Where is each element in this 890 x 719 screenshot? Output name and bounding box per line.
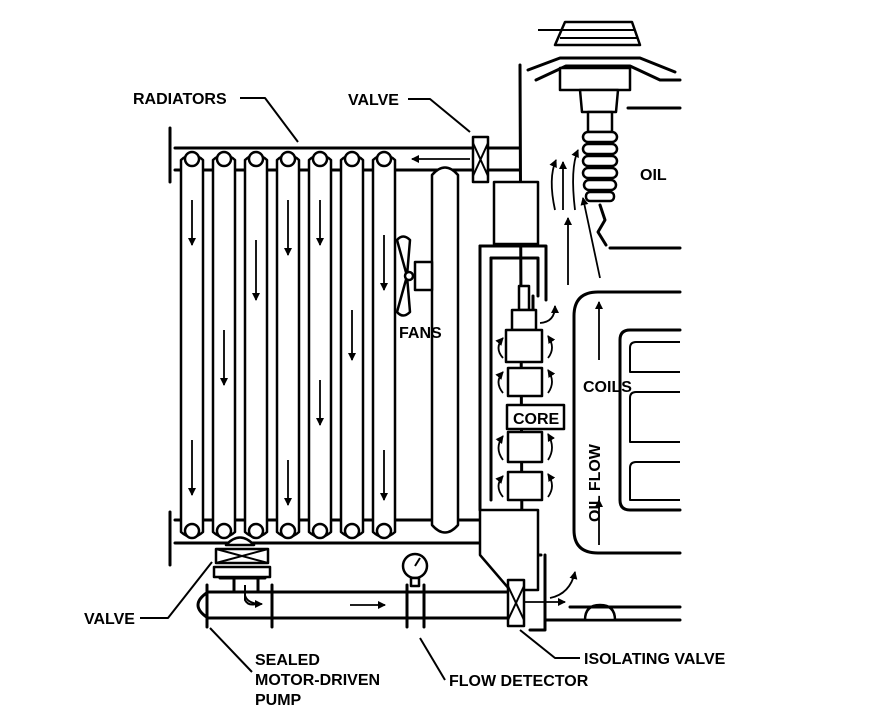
oil-label: OIL	[640, 167, 667, 184]
bushing	[526, 20, 682, 247]
oil-flow-label: OIL FLOW	[587, 443, 604, 522]
isolating-valve	[506, 578, 526, 628]
core-label: CORE	[513, 411, 560, 428]
radiator-header-ports	[183, 150, 393, 540]
pump-label-line2: MOTOR-DRIVEN	[255, 672, 380, 689]
bushing-ribs	[581, 130, 619, 203]
flow-detector-label: FLOW DETECTOR	[449, 673, 589, 690]
pump-label-line3: PUMP	[255, 692, 302, 709]
radiators	[168, 126, 522, 567]
pump-label-line1: SEALED	[255, 652, 320, 669]
core-label-box	[505, 403, 566, 431]
core-flow-arrows	[495, 305, 559, 498]
fan	[395, 166, 460, 534]
tank-base-detail	[568, 603, 682, 622]
isolating-valve-label: ISOLATING VALVE	[584, 651, 726, 668]
radiator-flow-arrows	[188, 155, 470, 506]
flow-detector	[401, 552, 429, 629]
flow-channel	[478, 180, 548, 512]
coils	[572, 290, 682, 555]
valve-top-label: VALVE	[348, 92, 399, 109]
fans-label: FANS	[399, 325, 442, 342]
valve-bottom-label: VALVE	[84, 611, 135, 628]
leader-lines	[140, 97, 580, 681]
core	[495, 284, 559, 502]
radiators-label: RADIATORS	[133, 91, 227, 108]
tank-oil-flow-arrows	[525, 149, 603, 606]
top-outlet-pipe	[486, 146, 522, 172]
pump-assembly	[205, 536, 274, 629]
top-valve	[471, 135, 490, 184]
coils-label: COILS	[583, 379, 632, 396]
